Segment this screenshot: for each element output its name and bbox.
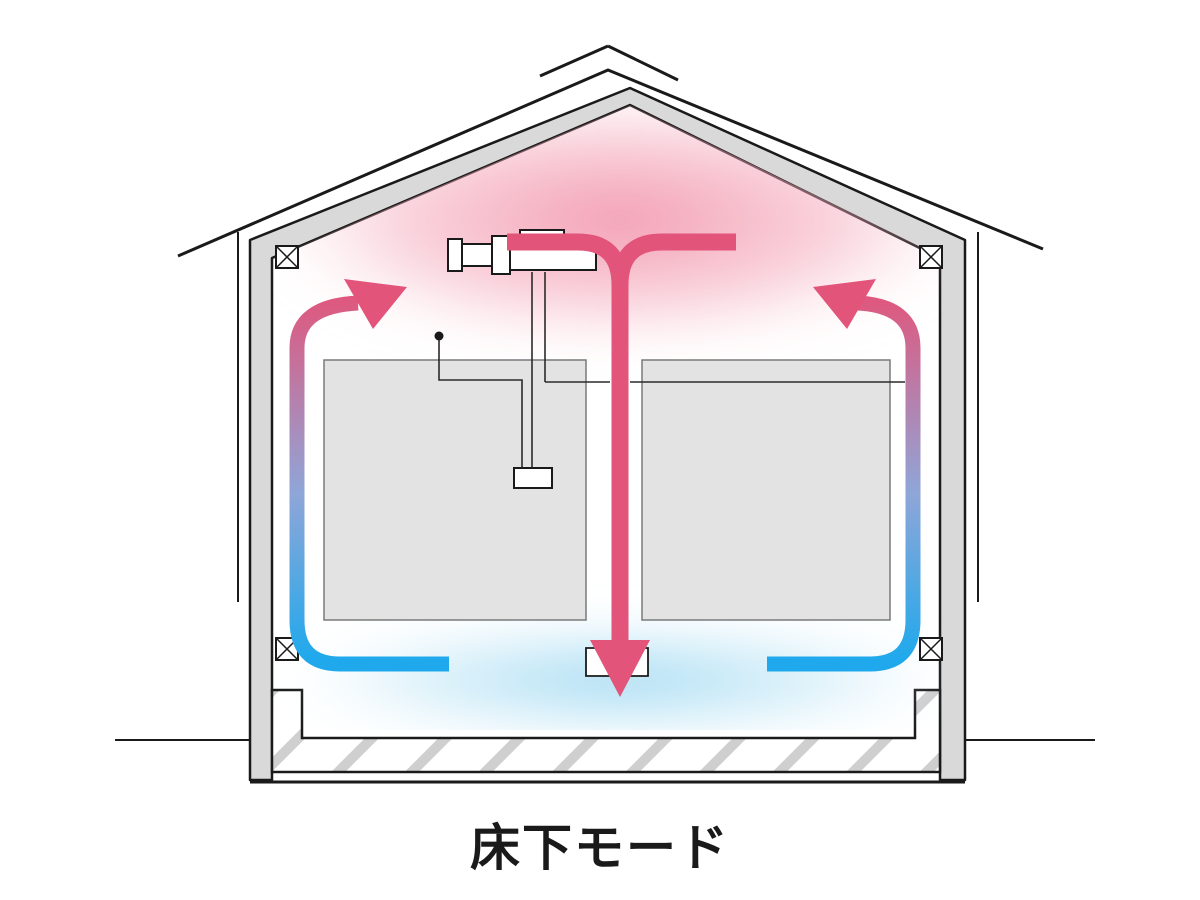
vent-x-icon [275,637,299,661]
left-arrow-head [344,279,407,329]
down-arrow-head [590,640,650,697]
roof-ridge-cap-right [607,44,679,82]
sensor-dot [434,331,444,341]
left-airflow-arrow [289,295,449,672]
roof-ridge-cap-left [539,44,609,78]
house-wall-band [248,86,967,782]
right-arrow-head [813,279,876,329]
right-airflow-arrow [767,295,921,672]
controller-wiring [438,272,905,470]
thermostat-controller [513,467,553,489]
room-left [323,359,587,621]
vent-x-icon [919,245,943,269]
vent-x-icon [275,245,299,269]
roof-line [177,68,1044,258]
vent-x-icon [919,637,943,661]
room-right [641,359,891,621]
warm-air-duct [507,233,736,665]
air-conditioner-unit [447,229,597,275]
diagram-caption: 床下モード [470,819,730,877]
